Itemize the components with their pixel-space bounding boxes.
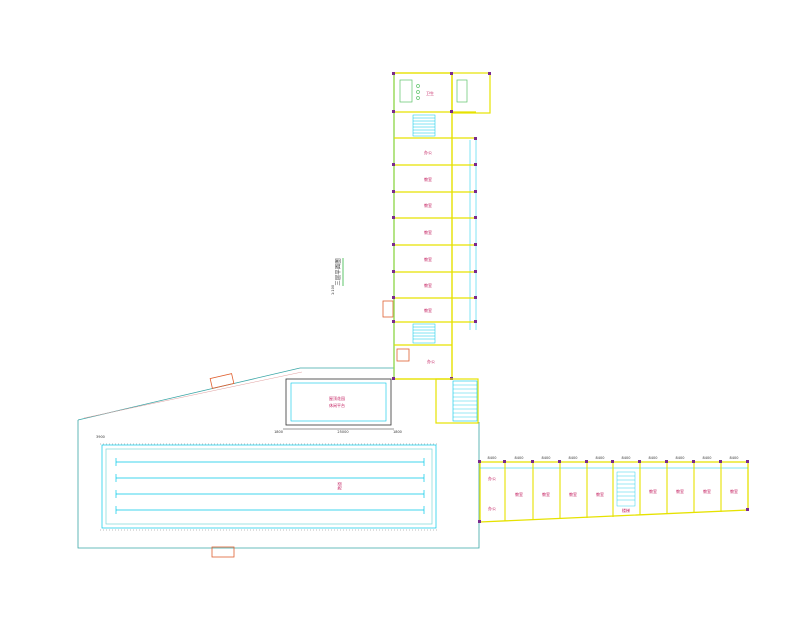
- main-stair: [435, 378, 479, 424]
- east-dim-3: 8400: [542, 456, 551, 460]
- east-dim-4: 8400: [569, 456, 578, 460]
- east-dim-10: 8400: [730, 456, 739, 460]
- east-room-11: 办公: [488, 505, 496, 511]
- north-wing: [392, 72, 491, 380]
- north-room-6: 教室: [424, 256, 432, 262]
- north-room-1: 卫生: [426, 90, 434, 96]
- entrance-markers: [209, 300, 410, 558]
- east-dim-5: 8400: [596, 456, 605, 460]
- drawing-title: 三层平面图: [334, 258, 342, 286]
- pool-width-dim: 25000: [337, 430, 348, 434]
- pool-label: 屋顶花园: [329, 395, 345, 401]
- east-room-9: 教室: [703, 488, 711, 494]
- east-room-8: 教室: [676, 488, 684, 494]
- east-dim-6: 8400: [622, 456, 631, 460]
- east-room-1: 办公: [488, 475, 496, 481]
- east-room-7: 教室: [649, 488, 657, 494]
- north-room-8: 教室: [424, 307, 432, 313]
- site-boundary: [77, 367, 480, 549]
- east-dim-9: 8400: [703, 456, 712, 460]
- north-room-3: 教室: [424, 176, 432, 182]
- east-wing: [478, 460, 749, 523]
- north-room-9: 办公: [427, 358, 435, 364]
- east-dim-2: 8400: [515, 456, 524, 460]
- left-tick-label: 3900: [96, 435, 105, 439]
- north-room-2: 办公: [424, 149, 432, 155]
- east-wing-labels: 办公 教室 教室 教室 教室 楼梯 教室 教室 教室 教室 办公: [488, 475, 738, 513]
- east-room-5: 教室: [596, 491, 604, 497]
- east-room-3: 教室: [542, 491, 550, 497]
- east-dim-1: 8400: [488, 456, 497, 460]
- east-dim-7: 8400: [649, 456, 658, 460]
- track-label: 跑道: [336, 482, 342, 490]
- east-room-6: 楼梯: [622, 507, 630, 513]
- north-room-7: 教室: [424, 282, 432, 288]
- east-room-4: 教室: [569, 491, 577, 497]
- north-room-4: 教室: [424, 202, 432, 208]
- drawing-scale: 1:100: [331, 285, 335, 295]
- pool-sub-label: 休闲平台: [329, 402, 345, 408]
- east-wing-dims: 8400 8400 8400 8400 8400 8400 8400 8400 …: [488, 456, 739, 460]
- right-tick-label: 1800: [393, 430, 402, 434]
- east-room-10: 教室: [730, 488, 738, 494]
- site-tick-label: 1800: [274, 430, 283, 434]
- north-wing-labels: 卫生 办公 教室 教室 教室 教室 教室 教室 办公: [424, 90, 435, 364]
- north-room-5: 教室: [424, 229, 432, 235]
- east-room-2: 教室: [515, 491, 523, 497]
- east-dim-8: 8400: [676, 456, 685, 460]
- running-track: [100, 443, 438, 531]
- rooftop-pool: [283, 378, 394, 430]
